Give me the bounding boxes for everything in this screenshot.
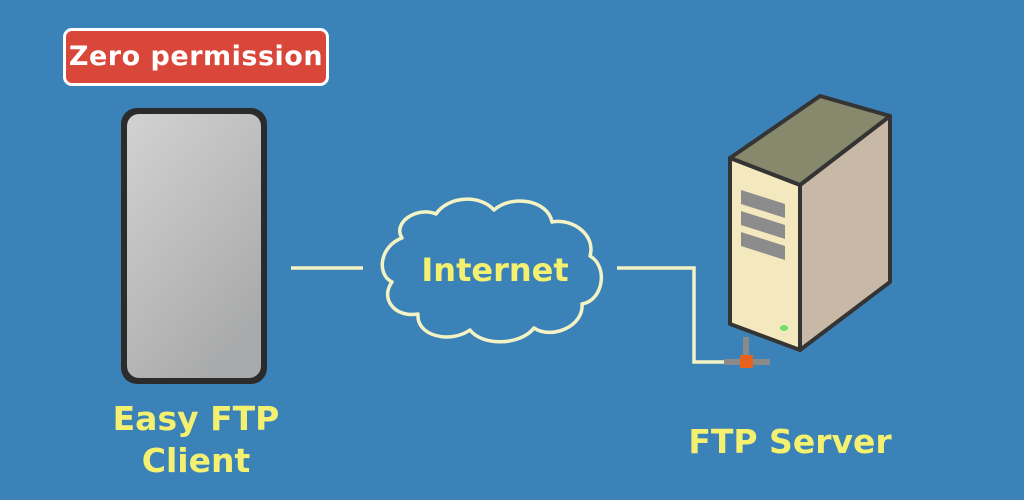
client-label: Easy FTP Client — [96, 398, 296, 482]
client-label-line2: Client — [141, 441, 251, 480]
phone-icon — [121, 108, 267, 384]
network-port-icon — [740, 355, 753, 368]
server-led-icon — [780, 325, 788, 331]
server-icon — [724, 94, 892, 368]
client-label-line1: Easy FTP — [112, 399, 280, 438]
server-label: FTP Server — [688, 422, 892, 461]
internet-label: Internet — [421, 251, 569, 289]
cloud-icon — [380, 197, 604, 344]
connector-cloud-server — [617, 266, 742, 364]
zero-permission-badge: Zero permission — [63, 28, 329, 86]
